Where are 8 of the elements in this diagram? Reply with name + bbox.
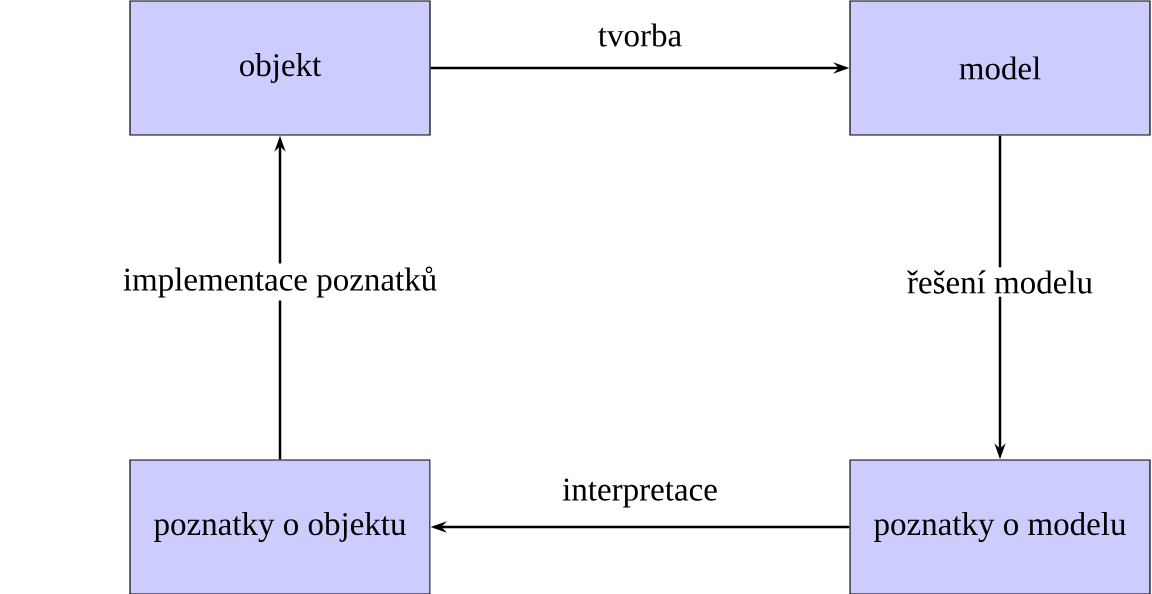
edge-label: řešení modelu [904,267,1096,297]
edge-label: tvorba [598,23,682,47]
edge-label: interpretace [562,478,717,508]
process-box: objekt [129,0,431,136]
edge-label: implementace poznatků [119,263,441,301]
process-box: model [849,0,1151,136]
process-box: poznatky o modelu [849,459,1151,594]
process-box: poznatky o objektu [129,459,431,594]
